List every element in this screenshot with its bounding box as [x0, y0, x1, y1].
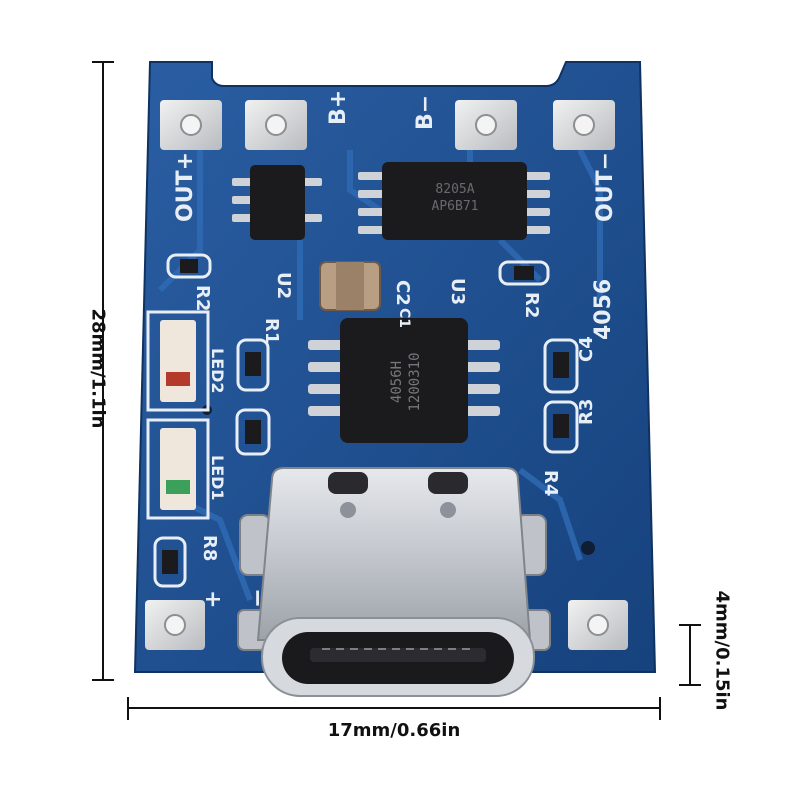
bottom-pads	[145, 600, 628, 650]
label-u2: U2	[273, 272, 294, 299]
led1	[146, 418, 210, 520]
main-ic-marking-2: 1200310	[407, 352, 423, 411]
label-r2-left: R2	[192, 285, 213, 311]
label-r3: R3	[576, 399, 597, 425]
ic-main-4056: 4056H 1200310	[308, 318, 500, 443]
led2	[146, 310, 210, 412]
protect-ic-marking-1: 8205A	[435, 182, 474, 197]
ic-u2	[232, 165, 322, 240]
capacitor-c2	[319, 261, 381, 311]
label-led1: LED1	[208, 455, 227, 501]
usb-c-connector	[237, 467, 551, 697]
dimension-lines	[92, 61, 701, 720]
label-plus: +	[200, 590, 225, 608]
label-c2: C2	[392, 280, 413, 306]
main-ic-marking-1: 4056H	[389, 361, 405, 403]
label-c4: C4	[576, 336, 597, 362]
label-b-plus: B+	[326, 90, 351, 125]
silkscreen-labels: B+ B− OUT+ OUT− U2 U3 C2 C1 R2 R1 R2 405…	[173, 90, 618, 609]
protect-ic-marking-2: AP6B71	[432, 199, 479, 214]
top-pads	[160, 100, 615, 150]
thickness-dimension-label: 4mm/0.15in	[711, 590, 733, 711]
label-out-minus: OUT−	[593, 152, 618, 222]
ic-u3: 8205A AP6B71	[358, 162, 550, 240]
width-dimension-label: 17mm/0.66in	[327, 720, 461, 741]
label-r1: R1	[261, 318, 282, 344]
label-r4: R4	[540, 470, 561, 496]
label-led2: LED2	[208, 348, 227, 394]
height-dimension-label: 28mm/1.1in	[87, 308, 109, 429]
smd-components	[153, 253, 595, 588]
label-out-plus: OUT+	[173, 152, 198, 222]
label-b-minus: B−	[413, 95, 438, 130]
label-c1: C1	[396, 308, 412, 328]
label-r2-right: R2	[521, 292, 542, 318]
label-u3: U3	[447, 278, 468, 305]
label-r8: R8	[199, 535, 220, 561]
label-model: 4056	[591, 279, 616, 340]
